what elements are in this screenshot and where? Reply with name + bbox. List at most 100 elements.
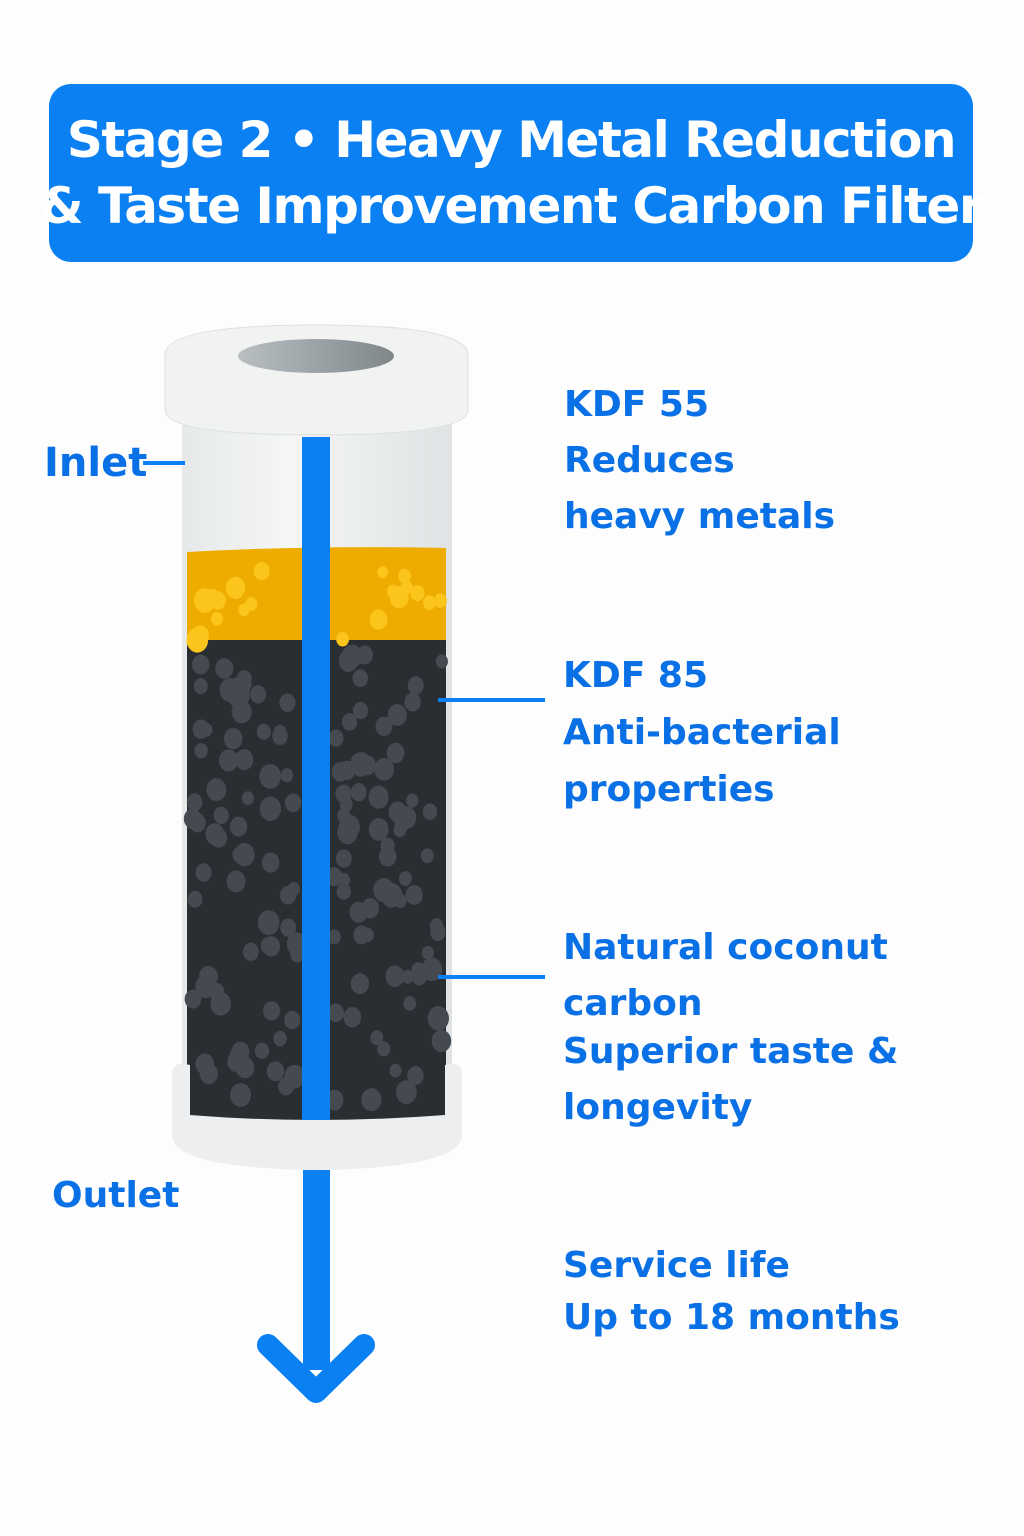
granule <box>370 1030 384 1046</box>
granule <box>378 846 397 867</box>
inlet-label: Inlet <box>44 440 148 486</box>
granule <box>349 901 368 923</box>
granule <box>253 561 270 581</box>
granule <box>273 1030 287 1047</box>
granule <box>260 937 276 955</box>
granule <box>429 918 444 934</box>
granule <box>356 645 373 665</box>
granule <box>191 654 210 675</box>
granule <box>327 1003 344 1023</box>
kdf85-desc-1: Anti-bacterial <box>563 712 841 753</box>
granule <box>403 996 417 1011</box>
kdf85-name: KDF 85 <box>563 655 709 696</box>
granule <box>420 848 434 864</box>
granule <box>285 793 302 813</box>
carbon-desc-2: longevity <box>563 1087 753 1128</box>
granule <box>421 957 443 982</box>
granule <box>184 989 202 1009</box>
granule <box>235 749 254 771</box>
granule <box>434 593 447 609</box>
granule <box>338 649 359 672</box>
outlet-label: Outlet <box>52 1175 180 1216</box>
granule <box>377 566 388 579</box>
granule <box>241 791 255 806</box>
outlet-flow-line <box>303 1170 330 1370</box>
granule <box>225 576 246 599</box>
granule <box>398 871 412 886</box>
granule <box>189 813 206 833</box>
granule <box>375 716 393 736</box>
granule <box>377 1041 391 1057</box>
top-cap <box>164 324 469 436</box>
granule <box>406 793 419 808</box>
granule <box>386 742 405 764</box>
granule <box>410 584 425 602</box>
granule <box>350 752 372 777</box>
granule <box>254 1042 270 1059</box>
title-banner: Stage 2 • Heavy Metal Reduction & Taste … <box>40 84 983 262</box>
granule <box>266 1061 285 1082</box>
granule <box>327 929 341 945</box>
granule <box>422 803 438 821</box>
granule <box>352 701 369 720</box>
center-flow-tube <box>302 437 330 1120</box>
granule <box>195 863 212 882</box>
granule <box>187 890 203 908</box>
granule <box>192 719 210 739</box>
granule <box>287 881 300 897</box>
title-line-2: & Taste Improvement Carbon Filter <box>40 177 983 235</box>
granule <box>421 945 434 960</box>
granule <box>245 597 258 611</box>
granule <box>220 660 234 675</box>
granule <box>284 1010 301 1030</box>
granule <box>336 631 350 647</box>
granule <box>256 723 271 740</box>
granule <box>431 1029 452 1053</box>
granule <box>369 609 388 630</box>
granule <box>387 704 407 726</box>
granule <box>213 806 229 825</box>
granule <box>353 925 370 945</box>
granule <box>341 713 358 731</box>
service-life-label: Service life <box>563 1245 790 1286</box>
granule <box>206 778 227 802</box>
granule <box>257 910 280 936</box>
granule <box>396 1080 417 1105</box>
granule <box>411 962 426 979</box>
granule <box>388 801 407 823</box>
granule <box>373 878 395 903</box>
granule <box>336 883 351 900</box>
granule <box>242 942 259 961</box>
granule <box>272 727 288 746</box>
granule <box>229 816 248 837</box>
granule <box>350 783 367 802</box>
granule <box>259 763 281 789</box>
title-line-1: Stage 2 • Heavy Metal Reduction <box>66 111 957 169</box>
granule <box>337 808 351 823</box>
granule <box>210 611 223 626</box>
granule <box>290 946 304 963</box>
carbon-name-2: carbon <box>563 983 703 1024</box>
granule <box>227 1051 246 1073</box>
granule <box>232 846 248 864</box>
granule <box>352 669 369 688</box>
kdf55-name: KDF 55 <box>564 384 710 425</box>
granule <box>337 873 351 888</box>
granule <box>218 749 239 772</box>
granule <box>261 852 280 873</box>
granule <box>361 1088 382 1112</box>
granule <box>195 974 216 999</box>
granule <box>278 1077 294 1096</box>
kdf85-desc-2: properties <box>563 769 775 810</box>
granule <box>263 1001 281 1021</box>
kdf55-desc-1: Reduces <box>564 440 735 481</box>
carbon-name: Natural coconut <box>563 927 888 968</box>
granule <box>259 796 281 821</box>
granule <box>339 796 353 812</box>
granule <box>427 1006 449 1031</box>
service-life-value: Up to 18 months <box>563 1297 900 1338</box>
granule <box>343 1006 362 1028</box>
granule <box>230 1083 252 1108</box>
granule <box>407 1066 424 1086</box>
